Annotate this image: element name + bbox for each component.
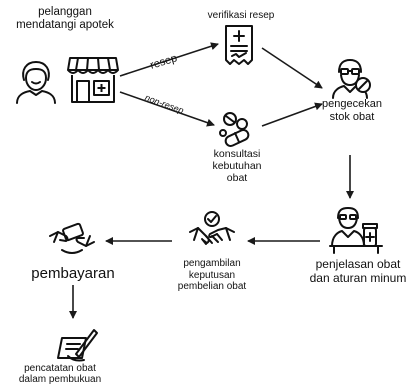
handshake-check-icon xyxy=(189,211,235,245)
payment-hands-icon xyxy=(49,222,95,254)
writing-book-icon xyxy=(57,329,98,362)
node-verifikasi-label: verifikasi resep xyxy=(207,10,275,21)
pills-icon xyxy=(219,112,250,147)
arrow-verifikasi-to-pengecekan xyxy=(261,47,323,89)
node-pelanggan-label: pelanggan mendatangi apotek xyxy=(16,6,114,32)
node-pengecekan-label: pengecekan stok obat xyxy=(322,98,382,123)
node-konsultasi-label: konsultasi kebutuhan obat xyxy=(212,148,262,185)
pharmacist-desk-icon xyxy=(329,207,383,254)
node-pencatatan-label: pencatatan obat dalam pembukuan xyxy=(18,363,102,385)
arrow-pelanggan-to-konsultasi xyxy=(119,91,215,127)
prescription-icon xyxy=(225,25,253,65)
node-pembayaran-label: pembayaran xyxy=(31,265,115,282)
node-penjelasan-label: penjelasan obat dan aturan minum xyxy=(309,257,407,285)
arrow-konsultasi-to-pengecekan xyxy=(261,102,323,127)
pharmacy-store-icon xyxy=(67,57,119,103)
customer-icon xyxy=(16,61,56,104)
node-pengambilan-label: pengambilan keputusan pembelian obat xyxy=(177,258,247,292)
pharmacist-icon xyxy=(332,59,371,99)
arrow-pelanggan-to-verifikasi xyxy=(119,42,219,77)
